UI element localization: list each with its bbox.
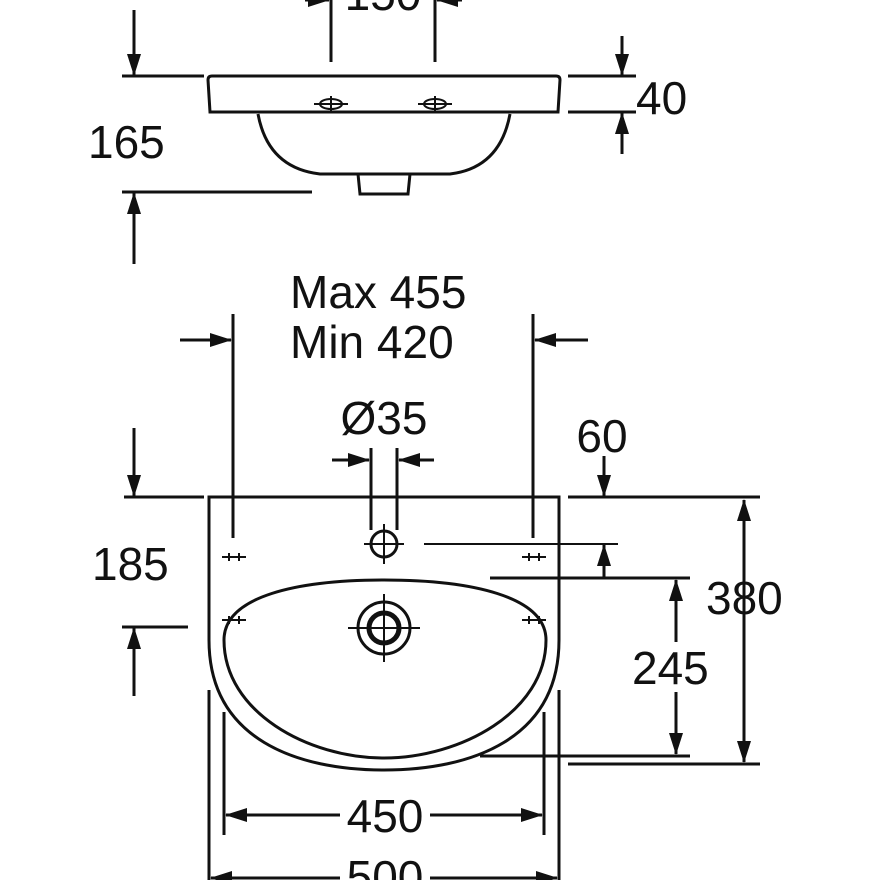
dimension-fixing-span (180, 314, 588, 538)
label-width: 500 (347, 851, 424, 880)
dimension-tap-offset (490, 456, 760, 580)
label-depth: 380 (706, 572, 783, 624)
dimension-fixing-height (122, 428, 204, 696)
side-view (122, 0, 636, 264)
plan-view (122, 314, 760, 880)
label-tap-offset: 60 (576, 410, 627, 462)
dimension-bowl-depth (480, 579, 690, 758)
dimension-depth (568, 499, 760, 766)
label-bowl-depth: 245 (632, 642, 709, 694)
label-min: Min 420 (290, 316, 454, 368)
basin-side-profile (206, 74, 562, 196)
label-fixing-height: 185 (92, 538, 169, 590)
dimension-bowl-width (222, 712, 546, 835)
dimension-width (207, 690, 561, 880)
basin-outline (207, 495, 561, 772)
drain (348, 594, 420, 662)
dimension-tap-hole (332, 448, 434, 530)
dimension-tap-spacing (305, 0, 462, 62)
basin-bowl (222, 578, 548, 760)
dimension-height (122, 10, 312, 264)
label-tap-hole: Ø35 (341, 392, 428, 444)
dimension-rim-thickness (568, 36, 636, 154)
tap-hole (364, 524, 618, 564)
label-bowl-width: 450 (347, 790, 424, 842)
tap-hole-markers (314, 96, 452, 113)
fixing-hole-markers (222, 553, 546, 624)
label-height: 165 (88, 116, 165, 168)
label-tap-spacing: 150 (345, 0, 422, 20)
label-max: Max 455 (290, 266, 466, 318)
label-rim-thickness: 40 (636, 72, 687, 124)
